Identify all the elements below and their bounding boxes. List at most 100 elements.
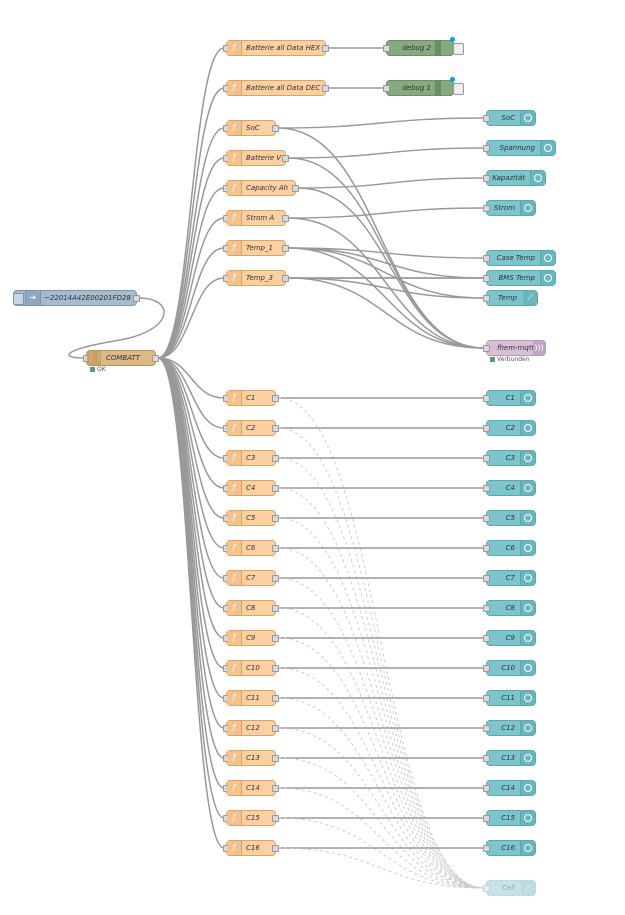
input-port[interactable] [483, 885, 490, 892]
output-port[interactable] [272, 395, 279, 402]
wire-inject-serial[interactable] [68, 297, 165, 359]
wire-serial-cell-12[interactable] [157, 357, 225, 729]
gauge-node-3[interactable]: Strom [483, 200, 536, 216]
input-port[interactable] [483, 515, 490, 522]
input-port[interactable] [483, 725, 490, 732]
wire-cell-chart-5[interactable] [277, 517, 485, 889]
gauge-node-cell-4[interactable]: C4 [483, 480, 536, 496]
gauge-node-cell-7[interactable]: C7 [483, 570, 536, 586]
gauge-node-cell-1[interactable]: C1 [483, 390, 536, 406]
wire-serial-cell-15[interactable] [157, 357, 225, 819]
wire-serial-cell-16[interactable] [157, 357, 225, 849]
output-port[interactable] [282, 245, 289, 252]
output-port[interactable] [272, 785, 279, 792]
wire-fn-mqtt-7[interactable] [287, 277, 485, 349]
wire-cell-chart-3[interactable] [277, 457, 485, 889]
wire-cell-chart-14[interactable] [277, 787, 485, 889]
input-port[interactable] [483, 115, 490, 122]
output-port[interactable] [272, 485, 279, 492]
wire-cell-chart-10[interactable] [277, 667, 485, 889]
wire-fn-chart-temp[interactable] [287, 247, 485, 299]
output-port[interactable] [272, 125, 279, 132]
wire-serial-fn-3[interactable] [157, 157, 225, 359]
inject-node[interactable]: ➔ ~22014A42E00201FD28 ↻ [13, 290, 140, 306]
gauge-node-cell-10[interactable]: C10 [483, 660, 536, 676]
wire-serial-cell-13[interactable] [157, 357, 225, 759]
wire-serial-fn-1[interactable] [157, 87, 225, 359]
wire-cell-chart-13[interactable] [277, 757, 485, 889]
output-port[interactable] [322, 45, 329, 52]
wire-cell-chart-2[interactable] [277, 427, 485, 889]
input-port[interactable] [483, 395, 490, 402]
gauge-node-cell-3[interactable]: C3 [483, 450, 536, 466]
output-port[interactable] [272, 845, 279, 852]
input-port[interactable] [483, 545, 490, 552]
output-port[interactable] [272, 815, 279, 822]
wire-serial-fn-6[interactable] [157, 247, 225, 359]
gauge-node-cell-15[interactable]: C15 [483, 810, 536, 826]
gauge-node-0[interactable]: SoC [483, 110, 536, 126]
debug-toggle-button[interactable] [453, 83, 464, 95]
gauge-node-cell-14[interactable]: C14 [483, 780, 536, 796]
output-port[interactable] [272, 455, 279, 462]
output-port[interactable] [272, 545, 279, 552]
output-port[interactable] [272, 605, 279, 612]
output-port[interactable] [282, 275, 289, 282]
wire-serial-fn-2[interactable] [157, 127, 225, 359]
wire-cell-chart-12[interactable] [277, 727, 485, 889]
debug-node-1[interactable]: debug 1 [383, 77, 464, 96]
wire-fn-mqtt-5[interactable] [287, 217, 485, 349]
wire-fn-gauge-1[interactable] [287, 147, 485, 159]
input-port[interactable] [483, 635, 490, 642]
output-port[interactable] [272, 755, 279, 762]
output-port[interactable] [152, 355, 159, 362]
debug-node-2[interactable]: debug 2 [383, 37, 464, 56]
input-port[interactable] [483, 755, 490, 762]
gauge-node-cell-11[interactable]: C11 [483, 690, 536, 706]
wire-cell-chart-4[interactable] [277, 487, 485, 889]
input-port[interactable] [483, 345, 490, 352]
gauge-node-5[interactable]: BMS Temp [483, 270, 556, 286]
gauge-node-cell-2[interactable]: C2 [483, 420, 536, 436]
wire-cell-chart-1[interactable] [277, 397, 485, 889]
output-port[interactable] [272, 695, 279, 702]
output-port[interactable] [292, 185, 299, 192]
wire-cell-chart-8[interactable] [277, 607, 485, 889]
input-port[interactable] [483, 175, 490, 182]
wire-serial-fn-5[interactable] [157, 217, 225, 359]
wire-serial-fn-4[interactable] [157, 187, 225, 359]
input-port[interactable] [483, 295, 490, 302]
output-port[interactable] [272, 425, 279, 432]
input-port[interactable] [483, 425, 490, 432]
input-port[interactable] [483, 845, 490, 852]
input-port[interactable] [483, 695, 490, 702]
wire-serial-fn-7[interactable] [157, 277, 225, 359]
input-port[interactable] [383, 85, 390, 92]
input-port[interactable] [483, 455, 490, 462]
wire-fn-mqtt-4[interactable] [297, 187, 485, 349]
gauge-node-cell-8[interactable]: C8 [483, 600, 536, 616]
gauge-node-cell-9[interactable]: C9 [483, 630, 536, 646]
serial-node[interactable]: ⋮⋮ COMBATT [83, 350, 159, 366]
wire-fn-gauge-3[interactable] [287, 207, 485, 219]
output-port[interactable] [272, 665, 279, 672]
gauge-node-cell-5[interactable]: C5 [483, 510, 536, 526]
wire-serial-cell-1[interactable] [157, 357, 225, 399]
